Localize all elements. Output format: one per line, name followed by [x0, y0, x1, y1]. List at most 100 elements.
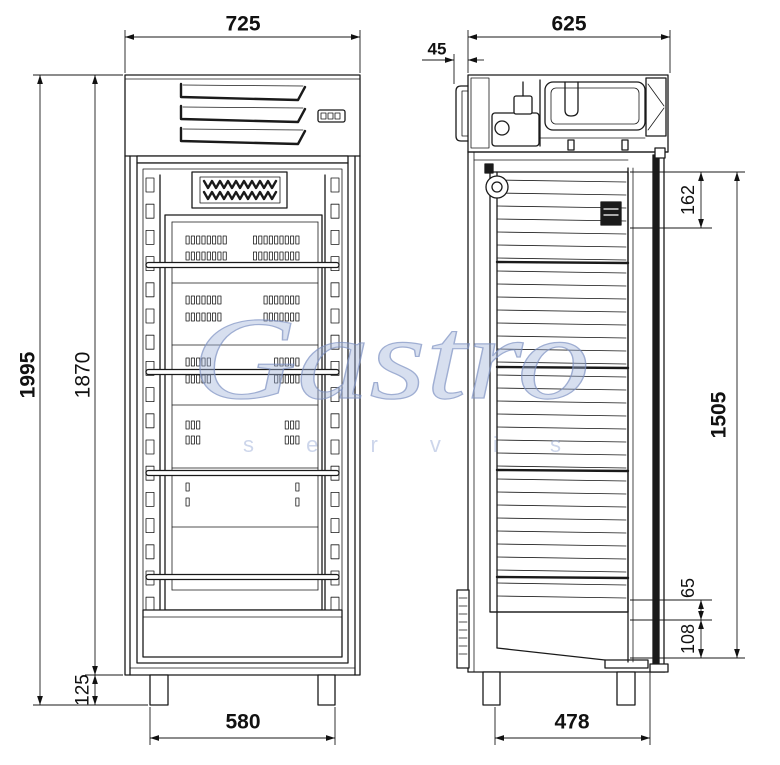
perforation-hole [190, 235, 195, 245]
shelf-support-right [330, 596, 340, 612]
perforation-hole [185, 251, 190, 261]
perforation-hole [268, 235, 273, 245]
perforation-hole [212, 251, 217, 261]
shelf-support-left [145, 544, 155, 560]
shelf-support-right [330, 413, 340, 429]
side-rail-line [496, 504, 627, 508]
perforation-hole [295, 295, 300, 305]
bottom-compartment-frame [142, 609, 343, 658]
perforation-hole [279, 312, 284, 322]
perforation-hole [201, 312, 206, 322]
perforation-hole [217, 251, 222, 261]
perforation-hole [190, 435, 195, 445]
side-rail-line [496, 309, 627, 313]
shelf-support-right [330, 177, 340, 193]
electrical-box-frame [456, 589, 470, 669]
perforation-hole [284, 420, 289, 430]
dim-label-depth-feet: 478 [554, 711, 589, 734]
side-rail-line [496, 491, 627, 495]
shelf-support-left [145, 439, 155, 455]
perforation-hole [284, 435, 289, 445]
side-shelf [495, 365, 630, 370]
display-unit [600, 201, 622, 226]
shelf-support-right [330, 282, 340, 298]
perforation-hole [274, 312, 279, 322]
side-shelf [495, 260, 630, 265]
dim-label-top-gap: 162 [678, 185, 698, 215]
perforation-hole [284, 295, 289, 305]
interior-panels [171, 221, 319, 591]
perforation-hole [212, 235, 217, 245]
side-rail-line [496, 179, 627, 183]
perforation-hole [206, 357, 211, 367]
fan-mount [484, 163, 494, 174]
perforation-hole [196, 357, 201, 367]
interior-back-wall [164, 214, 323, 611]
perforation-hole [206, 235, 211, 245]
perforation-hole [263, 295, 268, 305]
shelf-support-left [145, 518, 155, 533]
base-drain [604, 659, 649, 669]
fan-housing-frame [191, 171, 288, 209]
perforation-hole [274, 295, 279, 305]
side-shelf [495, 575, 630, 580]
side-rail-line [496, 270, 627, 274]
perforation-hole [258, 251, 263, 261]
side-rail-line [496, 426, 627, 430]
perforation-hole [196, 251, 201, 261]
side-rail-lines [496, 179, 627, 599]
shelf-support-left [145, 596, 155, 612]
perforation-hole [201, 251, 206, 261]
side-rail-line [496, 595, 627, 599]
side-rail-line [496, 543, 627, 547]
shelf-support-left [145, 229, 155, 245]
perforation-hole [279, 235, 284, 245]
perforation-hole [295, 435, 300, 445]
handle-inner [461, 90, 469, 137]
side-rail-line [496, 257, 627, 261]
shelf-support-right [330, 229, 340, 245]
shelf-support-right [330, 544, 340, 560]
shelf-support-right [330, 387, 340, 403]
fan-grille [202, 179, 278, 201]
perforation-hole [268, 312, 273, 322]
perforation-hole [252, 251, 257, 261]
perforation-hole [196, 295, 201, 305]
electrical-box [456, 589, 470, 669]
front-leg-left [149, 674, 169, 706]
perforation-hole [258, 235, 263, 245]
side-rail-line [496, 231, 627, 235]
perforation-hole [284, 312, 289, 322]
dimensions: 725 1995 1870 125 580 625 45 478 [17, 13, 745, 745]
perforation-hole [290, 357, 295, 367]
perforation-hole [196, 312, 201, 322]
side-rail-line [496, 244, 627, 248]
perforation-hole [263, 312, 268, 322]
perforation-hole [295, 312, 300, 322]
hinge-bottom [649, 663, 669, 673]
shelf [145, 469, 340, 477]
bottom-compartment [142, 609, 343, 658]
perforation-hole [206, 312, 211, 322]
perforation-hole [295, 482, 300, 492]
perforation-hole [206, 251, 211, 261]
perforation-hole [295, 251, 300, 261]
condenser-coil-outer [544, 81, 646, 131]
side-rail-line [496, 413, 627, 417]
dim-label-width-top: 725 [225, 13, 260, 36]
dim-label-handle-offset: 45 [428, 40, 447, 59]
side-rail-line [496, 322, 627, 326]
perforation-hole [222, 251, 227, 261]
perforation-hole [217, 312, 222, 322]
perforation-hole [274, 357, 279, 367]
perforation-hole [206, 295, 211, 305]
shelf-support-left [145, 203, 155, 219]
perforation-hole [196, 420, 201, 430]
perforation-hole [201, 295, 206, 305]
shelf-support-left [145, 334, 155, 350]
fan-icon [485, 175, 509, 199]
perforation-hole [196, 435, 201, 445]
side-rail-line [496, 348, 627, 352]
perforation-hole [212, 295, 217, 305]
shelf-support-left [145, 387, 155, 403]
